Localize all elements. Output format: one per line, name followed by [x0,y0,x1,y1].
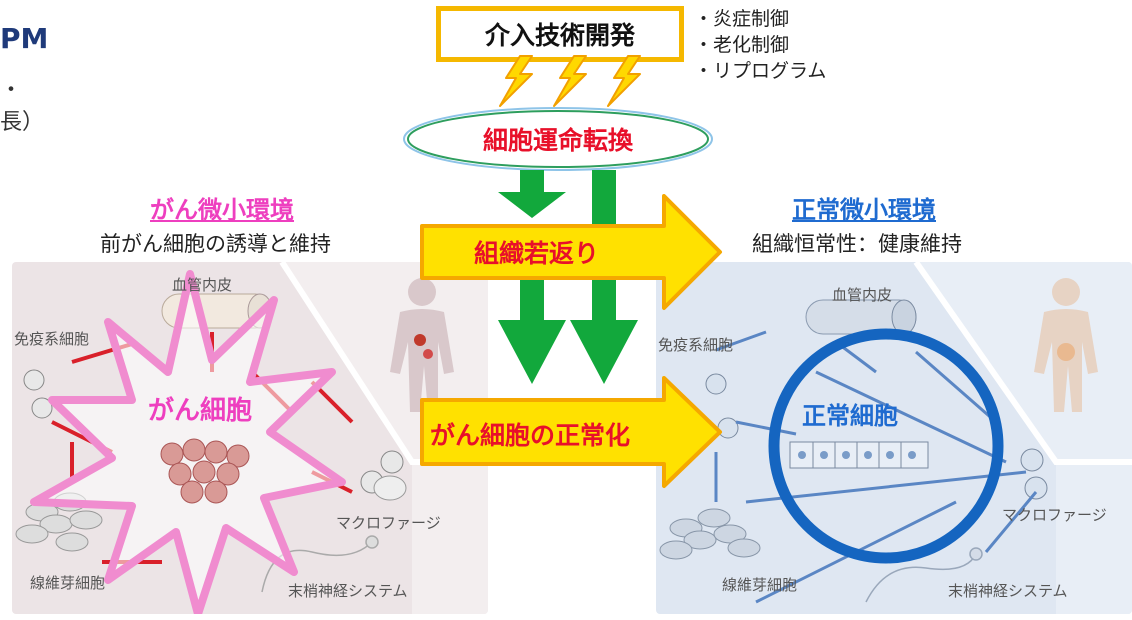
nerve-icon [261,535,379,593]
cancer-microenvironment-panel: 血管内皮 免疫系細胞 マクロファージ 線維芽細胞 末梢神経システム がん細胞 [12,262,488,614]
normalization-arrow-shape [420,376,722,488]
cancer-panel-illustration [15,262,488,614]
cut-off-line-2: 長） [0,110,45,135]
rejuvenation-arrow [420,194,722,310]
normalization-label: がん細胞の正常化 [430,421,631,450]
label-peripheral-nerve: 末梢神経システム [288,582,408,600]
intervention-bullet-list: ・炎症制御 ・老化制御 ・リプログラム [694,6,826,84]
cell-fate-conversion: 細胞運命転換 [406,110,710,168]
normal-environment-title: 正常微小環境 [792,196,936,224]
intervention-technology-box: 介入技術開発 [436,6,684,62]
normal-microenvironment-panel: 血管内皮 免疫系細胞 マクロファージ 線維芽細胞 末梢神経システム 正常細胞 [656,262,1132,614]
cut-off-line-1: ・ [0,78,23,103]
label-immune-cells: 免疫系細胞 [14,330,90,348]
normal-cell-ring-shape [768,328,1004,564]
down-arrow-icon [498,170,566,218]
cancer-environment-title: がん微小環境 [150,196,294,224]
lightning-bolt-icon [607,55,641,107]
panel-divider [913,262,1132,465]
label-macrophage: マクロファージ [1002,506,1107,524]
label-immune-cells: 免疫系細胞 [658,336,734,354]
lightning-bolt-icon [499,55,533,107]
rejuvenation-label: 組織若返り [474,239,600,268]
bullet-aging-control: ・老化制御 [694,34,790,56]
cancer-cell-label: がん細胞 [148,396,253,426]
label-vascular-endothelium: 血管内皮 [172,276,233,294]
cut-off-title: PM [0,22,49,55]
label-macrophage: マクロファージ [336,514,441,532]
down-arrow-icon [498,270,566,384]
normalization-arrow [420,376,722,488]
cell-fate-label: 細胞運命転換 [482,126,633,155]
normal-panel-illustration [659,262,1132,614]
immune-cell-icons [705,373,1048,500]
panel-shade [916,262,1132,614]
human-body-icon [1034,278,1098,412]
human-body-icon [390,278,454,412]
cell-fate-ellipse [403,107,713,171]
bullet-inflammation-control: ・炎症制御 [694,8,790,30]
bullet-reprogramming: ・リプログラム [694,60,827,82]
label-fibroblast: 線維芽細胞 [722,576,798,594]
lightning-bolt-icon [553,55,587,107]
lightning-bolts [499,55,641,107]
normal-environment-subtitle: 組織恒常性：健康維持 [752,232,962,256]
macrophage-icon [373,475,407,501]
rejuvenation-arrow-shape [420,194,722,310]
nerve-icon [865,547,983,603]
label-peripheral-nerve: 末梢神経システム [948,582,1068,600]
label-fibroblast: 線維芽細胞 [30,574,106,592]
label-vascular-endothelium: 血管内皮 [832,286,893,304]
fibroblast-cluster-icon [659,508,761,560]
cancer-cell-cluster-icon [160,438,250,504]
normal-cell-label: 正常細胞 [802,402,898,430]
cancer-environment-subtitle: 前がん細胞の誘導と維持 [100,232,331,256]
intervention-label: 介入技術開発 [484,21,635,50]
normal-cell-row-icon [789,441,929,469]
vessel-icon [805,299,917,335]
